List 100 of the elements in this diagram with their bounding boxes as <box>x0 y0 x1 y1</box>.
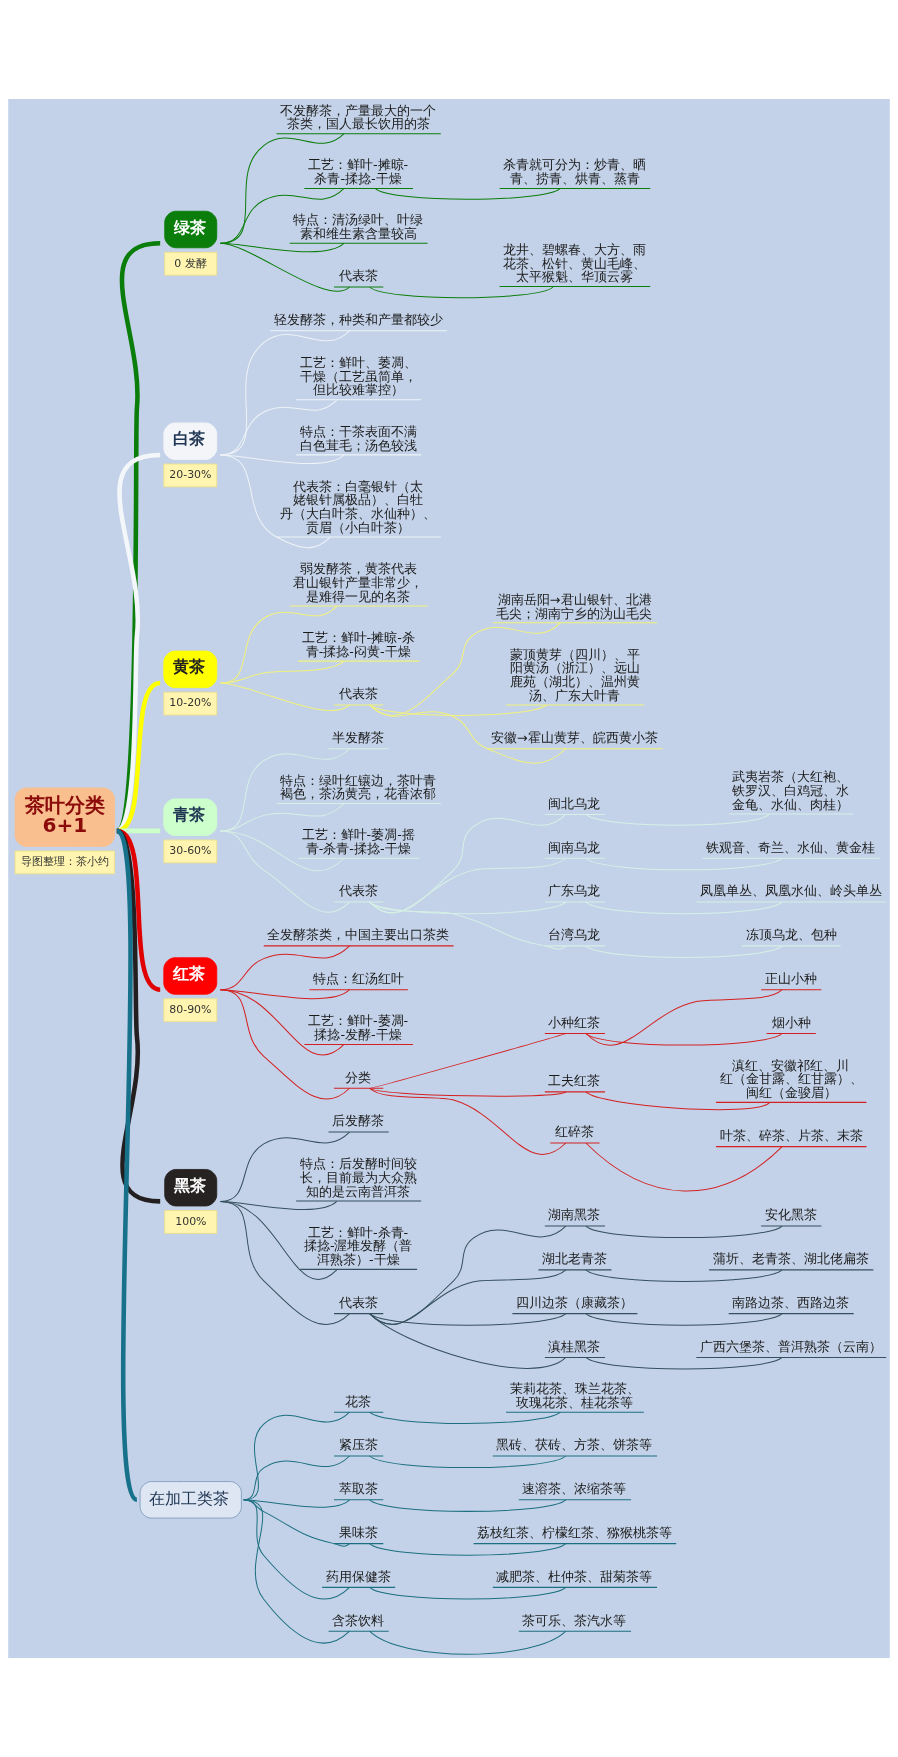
node-label: 20-30% <box>169 468 212 482</box>
node-text: 滇红、安徽祁红、川红（金甘露、红甘露）、闽红（金骏眉） <box>719 1057 863 1101</box>
node-text: 冻顶乌龙、包种 <box>745 927 837 943</box>
node-text: 武夷岩茶（大红袍、铁罗汉、白鸡冠、水金龟、水仙、肉桂） <box>732 769 850 812</box>
connector <box>369 1313 567 1326</box>
connector <box>369 286 554 299</box>
connector <box>369 1087 567 1097</box>
node-text: 花茶 <box>345 1393 372 1409</box>
node-text: 药用保健茶 <box>325 1568 391 1584</box>
connector <box>369 1411 561 1424</box>
node-label: 导图整理：茶小约 <box>20 855 109 869</box>
node-text: 特点：干茶表面不满白色茸毛；汤色较浅 <box>299 423 417 453</box>
node-text: 广西六堡茶、普洱熟茶（云南） <box>699 1338 882 1354</box>
node-text: 含茶饮料 <box>332 1612 385 1628</box>
node-text: 紧压茶 <box>339 1437 379 1453</box>
node-label: 10-20% <box>169 696 212 710</box>
node-text: 工艺：鲜叶-摊晾-杀青-揉捻-闷黄-干燥 <box>301 630 415 659</box>
connector <box>585 989 783 1046</box>
node-text: 工艺：鲜叶-萎凋-摇青-杀青-揉捻-干燥 <box>301 827 415 856</box>
connector <box>369 857 567 914</box>
node-text: 萃取茶 <box>339 1481 379 1497</box>
connector <box>219 187 345 244</box>
connector <box>369 704 567 764</box>
node-text: 特点：后发酵时间较长，目前最为大众熟知的是云南普洱茶 <box>299 1156 417 1199</box>
connector <box>369 901 567 950</box>
node-text: 工艺：鲜叶-摊晾-杀青-揉捻-干燥 <box>308 157 409 187</box>
node-text: 茶可乐、茶汽水等 <box>522 1612 627 1628</box>
node-text: 凤凰单丛、凤凰水仙、岭头单丛 <box>699 883 882 899</box>
node-text: 代表茶 <box>339 1294 379 1310</box>
connector <box>243 1499 351 1644</box>
connector <box>585 813 770 826</box>
connector <box>369 1225 567 1325</box>
node-text: 闽南乌龙 <box>548 839 601 855</box>
node-text: 代表茶 <box>339 268 379 284</box>
connector <box>369 1455 567 1469</box>
node-text: 湖南岳阳→君山银针、北港毛尖；湖南宁乡的沩山毛尖 <box>496 591 653 621</box>
connector <box>115 452 161 833</box>
connector <box>585 1142 783 1192</box>
connector <box>369 704 548 716</box>
node-label: 80-90% <box>169 1003 212 1017</box>
connector <box>369 1033 567 1089</box>
connector <box>369 1087 567 1155</box>
node-text: 安徽→霍山黄芽、皖西黄小茶 <box>490 730 658 746</box>
connector <box>585 1313 783 1326</box>
node-text: 工艺：鲜叶、萎凋、干燥（工艺虽简单，但比较难掌控） <box>299 355 417 398</box>
node-text: 特点：绿叶红镶边，茶叶青褐色，茶汤黄亮，花香浓郁 <box>280 772 437 802</box>
node-text: 分类 <box>345 1069 372 1085</box>
node-text: 滇桂黑茶 <box>548 1338 601 1354</box>
node-text: 南路边茶、西路边茶 <box>732 1294 850 1310</box>
node-label: 0 发酵 <box>174 256 207 270</box>
connector <box>219 1200 351 1326</box>
node-text: 特点：红汤红叶 <box>313 971 405 987</box>
connector <box>369 1586 567 1600</box>
node-text: 龙井、碧螺春、大方、雨花茶、松针、黄山毛峰、太平猴魁、华顶云雾 <box>503 241 647 285</box>
connector <box>219 242 351 292</box>
node-text: 闽北乌龙 <box>548 795 601 811</box>
node-text: 代表茶 <box>339 883 379 899</box>
connector <box>369 1313 567 1369</box>
node-text: 正山小种 <box>764 971 817 987</box>
node-text: 不发酵茶，产量最大的一个茶类，国人最长饮用的茶 <box>280 102 437 132</box>
node-text: 湖南黑茶 <box>548 1207 601 1223</box>
node-label: 100% <box>175 1214 207 1228</box>
node-text: 弱发酵茶，黄茶代表君山银针产量非常少，是难得一见的名茶 <box>293 561 424 604</box>
node-text: 四川边茶（康藏茶） <box>516 1294 634 1310</box>
connector <box>585 945 783 958</box>
node-text: 台湾乌龙 <box>548 927 601 943</box>
node-text: 湖北老青茶 <box>542 1251 608 1267</box>
node-text: 全发酵茶类，中国主要出口茶类 <box>267 927 450 943</box>
connector <box>374 187 561 200</box>
node-text: 工夫红茶 <box>548 1073 601 1089</box>
node-text: 荔枝红茶、柠檬红茶、猕猴桃茶等 <box>477 1524 673 1540</box>
node-text: 工艺：鲜叶-萎凋-揉捻-发酵-干燥 <box>308 1013 409 1043</box>
connector <box>585 1225 783 1239</box>
connector <box>369 1269 567 1325</box>
node-text: 红碎茶 <box>555 1124 595 1140</box>
connector <box>114 240 161 833</box>
connector <box>585 1033 783 1046</box>
node-text: 叶茶、碎茶、片茶、末茶 <box>719 1127 863 1143</box>
connector <box>369 813 567 914</box>
node-text: 代表茶 <box>339 686 379 702</box>
node-text: 减肥茶、杜仲茶、甜菊茶等 <box>496 1568 653 1584</box>
connector <box>585 1269 783 1282</box>
node-text: 烟小种 <box>771 1014 811 1030</box>
connector <box>116 680 161 833</box>
node-text: 广东乌龙 <box>548 883 601 899</box>
node-text: 杀青就可分为：炒青、晒青、捞青、烘青、蒸青 <box>503 157 647 187</box>
node-text: 铁观音、奇兰、水仙、黄金桂 <box>706 839 876 855</box>
node-text: 小种红茶 <box>548 1014 601 1030</box>
node-text: 速溶茶、浓缩茶等 <box>522 1481 627 1497</box>
node-text: 蒲圻、老青茶、湖北佬扁茶 <box>712 1251 869 1267</box>
connector <box>219 454 331 549</box>
node-text: 轻发酵茶，种类和产量都较少 <box>273 312 443 328</box>
connector <box>585 857 783 871</box>
connector <box>219 682 351 711</box>
connector <box>219 989 351 1100</box>
node-text: 蒙顶黄芽（四川）、平阳黄汤（浙江）、远山鹿苑（湖北）、温州黄汤、广东大叶青 <box>509 646 640 703</box>
node-label: 30-60% <box>169 844 212 858</box>
connector <box>114 829 139 1501</box>
node-text: 工艺：鲜叶-杀青-揉捻-渥堆发酵（普洱熟茶）-干燥 <box>303 1224 413 1268</box>
node-text: 安化黑茶 <box>764 1207 817 1223</box>
